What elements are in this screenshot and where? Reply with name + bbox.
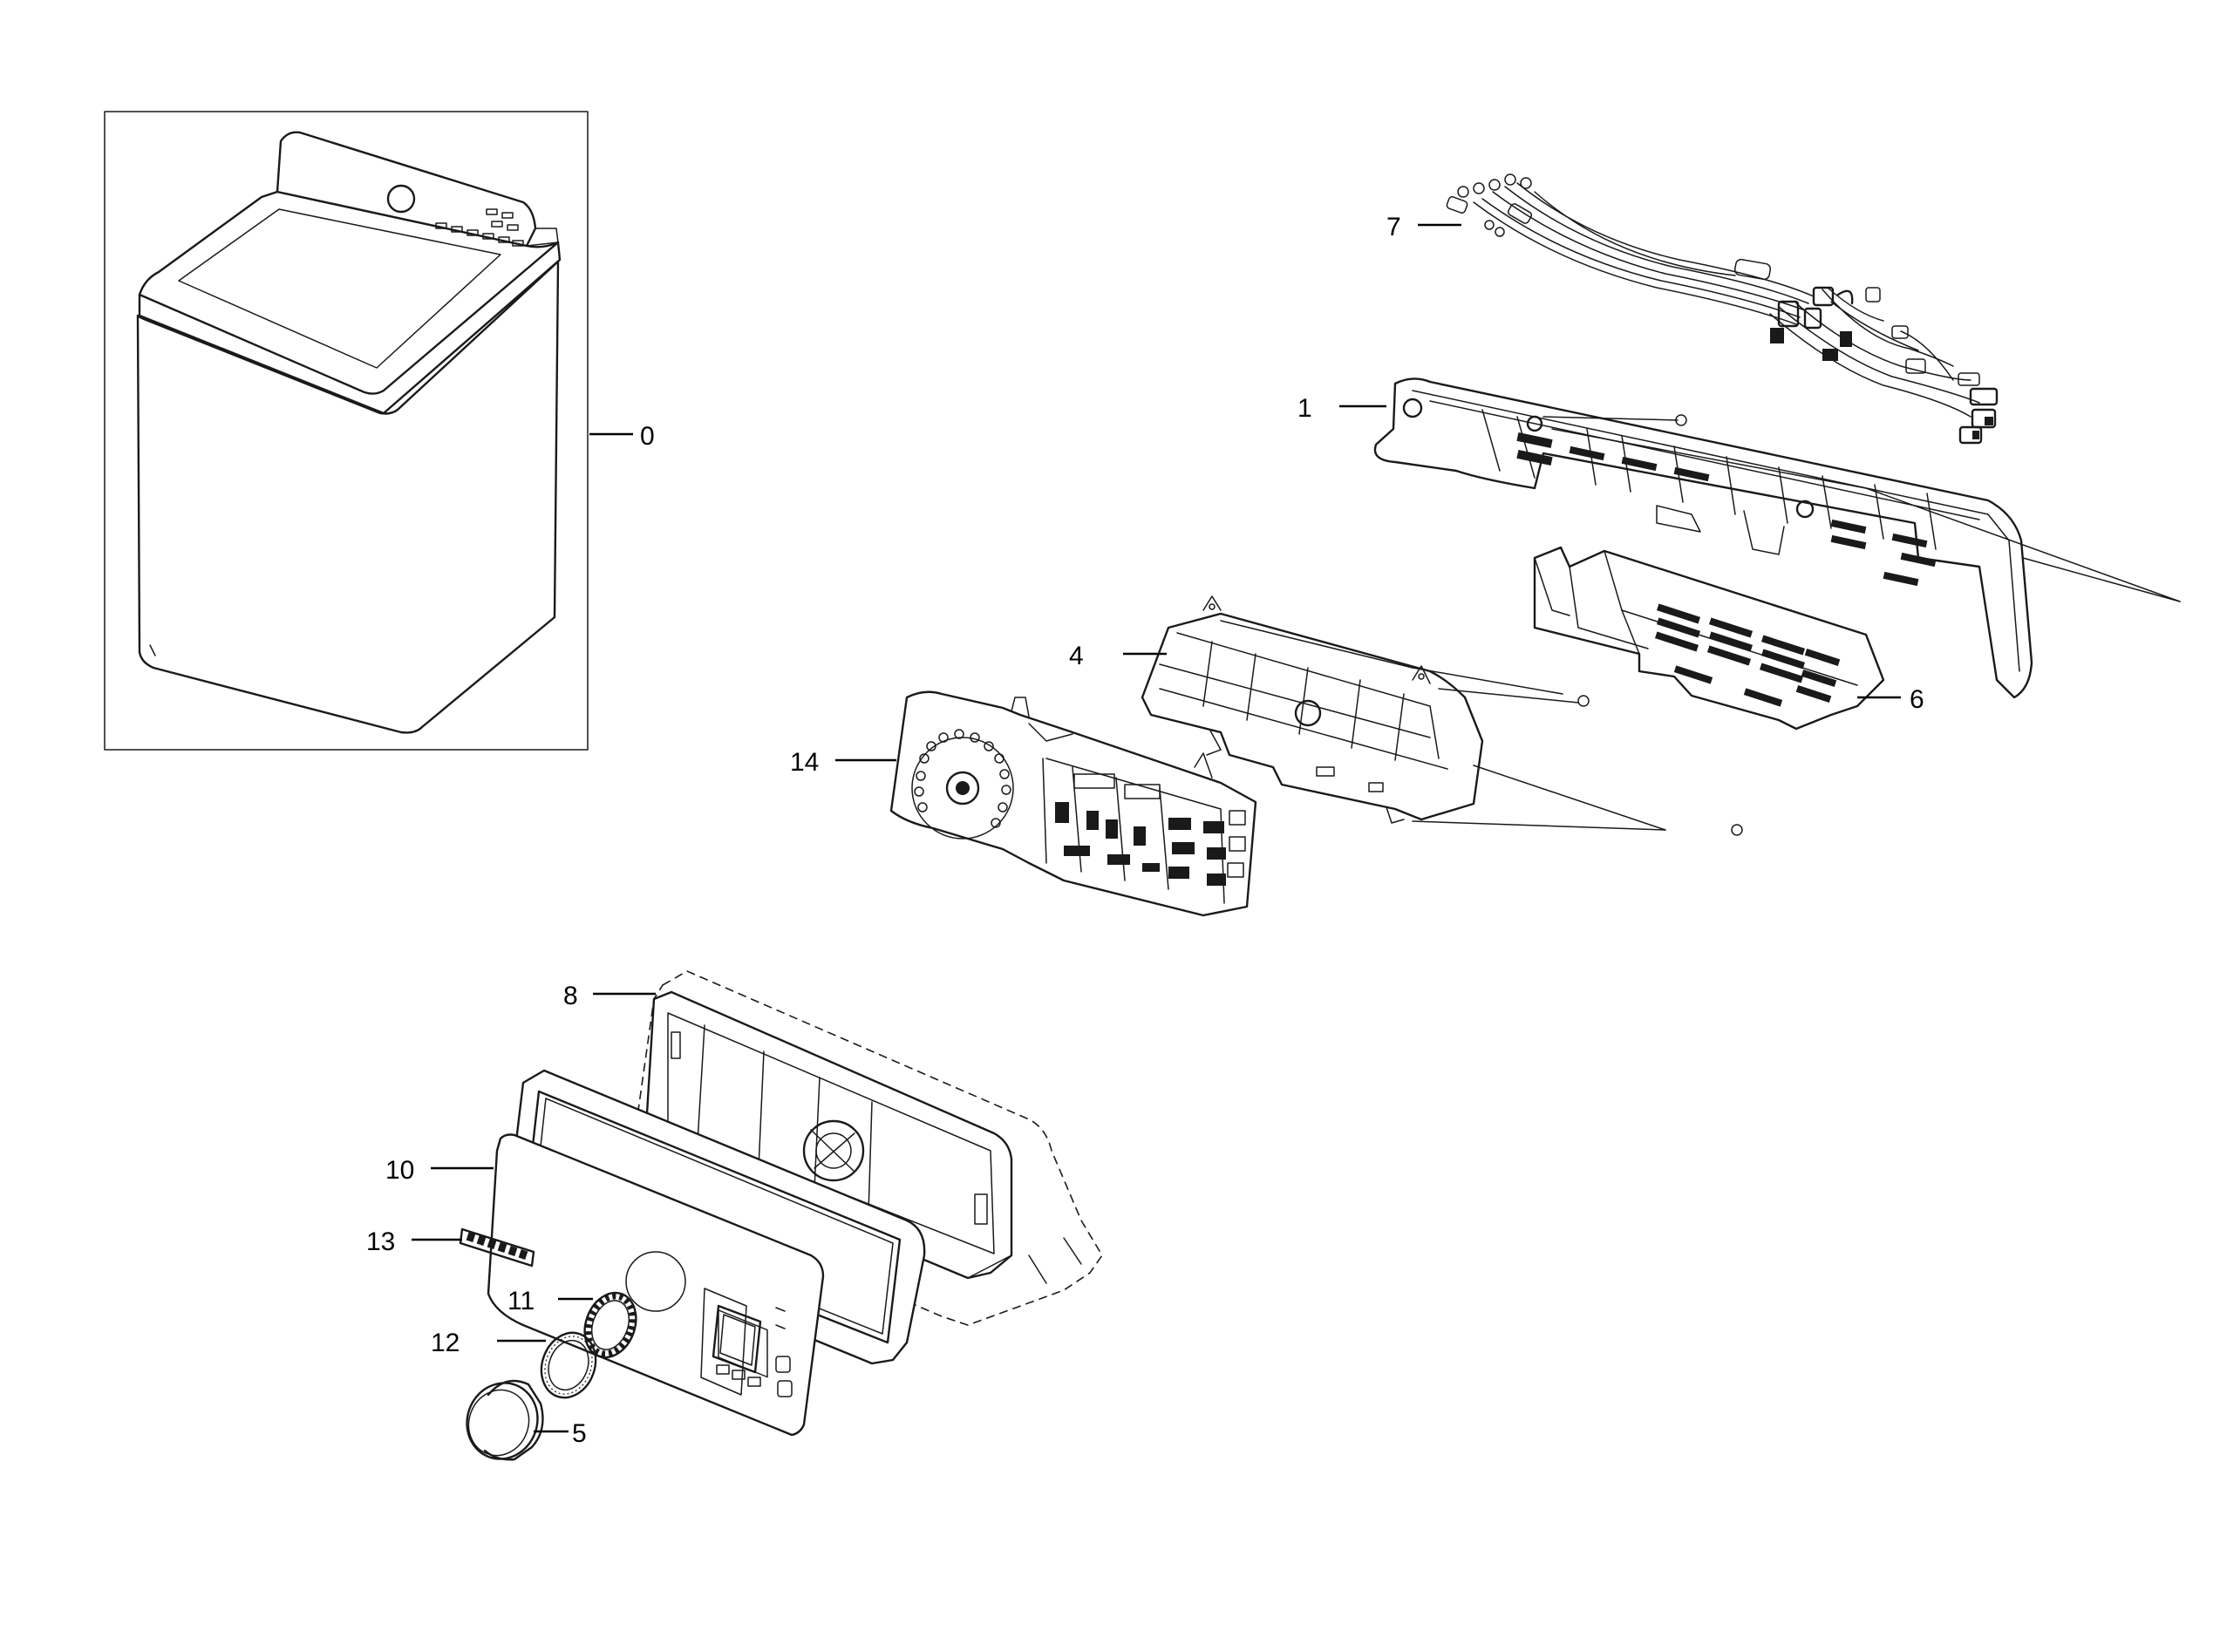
callout-leaders [412, 223, 1901, 1433]
washer-lid-glass [178, 208, 501, 369]
washer-assembly-part-0[interactable] [104, 111, 589, 751]
wire-harness-part-7[interactable] [1446, 173, 1999, 445]
washer-body [136, 260, 560, 734]
bracket-outline [1141, 612, 1484, 821]
callout-7: 7 [1386, 213, 1401, 241]
pcb-cover-vents [1654, 603, 1841, 707]
washer-frame [104, 111, 589, 751]
housing-dial-seat [802, 1119, 865, 1182]
logo-badge-part-13[interactable] [459, 1227, 535, 1268]
callout-6: 6 [1910, 685, 1924, 714]
callout-4: 4 [1069, 642, 1084, 670]
callout-5: 5 [572, 1419, 587, 1448]
dial-rim-part-12[interactable] [533, 1325, 604, 1405]
control-pcb-part-14[interactable] [889, 690, 1257, 917]
panel-bracket-part-4[interactable] [1141, 595, 1743, 836]
pcb-components [1055, 802, 1246, 886]
front-panel-part-10[interactable] [487, 1133, 825, 1437]
callout-14: 14 [790, 748, 819, 777]
logo-letters [466, 1232, 528, 1260]
callout-labels: 0 1 4 5 6 7 8 10 11 12 13 14 [366, 213, 1924, 1448]
pcb-outline [889, 690, 1257, 917]
pcb-cover-part-6[interactable] [1533, 546, 1885, 731]
callout-0: 0 [640, 422, 655, 451]
knob-part-5[interactable] [456, 1373, 548, 1469]
pcb-leds [914, 729, 1011, 828]
washer-dial [386, 184, 416, 214]
rear-housing-part-1[interactable] [1373, 377, 2181, 699]
callout-12: 12 [431, 1329, 460, 1357]
housing-vents [1516, 432, 1937, 587]
callout-10: 10 [385, 1156, 414, 1185]
control-panel-housing-part-8[interactable] [630, 970, 1103, 1326]
washer-buttons [435, 208, 524, 247]
callout-13: 13 [366, 1227, 395, 1256]
callout-1: 1 [1297, 394, 1312, 423]
callout-8: 8 [563, 982, 578, 1010]
screw-4b [1731, 824, 1743, 836]
housing-dashed-outline [630, 970, 1103, 1326]
front-panel-dial-hole [625, 1251, 686, 1312]
washer-control-panel [276, 131, 537, 248]
screw-4a [1577, 695, 1590, 707]
washer-lid [138, 190, 560, 395]
bracket-hole [1294, 699, 1322, 727]
callout-11: 11 [507, 1287, 535, 1315]
dial-ring-part-11[interactable] [576, 1286, 645, 1365]
